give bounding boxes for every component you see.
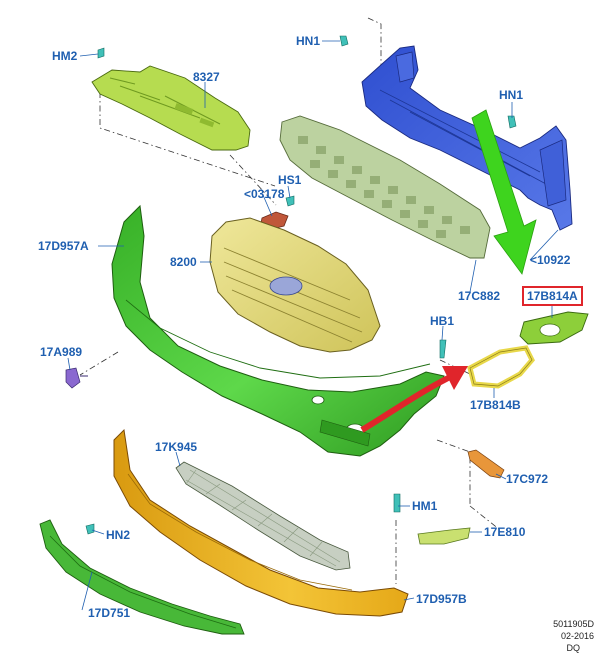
label-hs1: HS1 bbox=[278, 173, 302, 187]
diagram-date: 02-2016 bbox=[560, 631, 594, 641]
label-hb1: HB1 bbox=[430, 314, 455, 328]
label-hn1-right: HN1 bbox=[499, 88, 524, 102]
label-17d751: 17D751 bbox=[88, 606, 131, 620]
label-8200: 8200 bbox=[170, 255, 197, 269]
label-17d957b: 17D957B bbox=[416, 592, 467, 606]
label-17b814b: 17B814B bbox=[470, 398, 521, 412]
label-17c882: 17C882 bbox=[458, 289, 501, 303]
grille-8200 bbox=[209, 217, 381, 353]
lower-grille-17k945 bbox=[175, 461, 351, 571]
label-8327: 8327 bbox=[193, 70, 220, 84]
label-17d957a: 17D957A bbox=[38, 239, 89, 253]
fastener-hb1 bbox=[439, 339, 447, 359]
leader-lines bbox=[67, 40, 559, 611]
bracket-17c972 bbox=[467, 449, 505, 479]
clip-17a989 bbox=[65, 367, 88, 389]
bumper-reinforcement bbox=[361, 45, 573, 231]
fastener-hs1 bbox=[285, 195, 295, 207]
label-hn2: HN2 bbox=[106, 528, 131, 542]
fastener-hm2 bbox=[97, 47, 105, 59]
label-hm2: HM2 bbox=[52, 49, 78, 63]
label-hm1: HM1 bbox=[412, 499, 438, 513]
green-arrow bbox=[471, 109, 537, 275]
label-17k945: 17K945 bbox=[155, 440, 198, 454]
diagram-code: 5011905D bbox=[553, 619, 594, 629]
deflector-8327 bbox=[91, 65, 251, 151]
label-hn1-top: HN1 bbox=[296, 34, 321, 48]
fastener-hn1-top bbox=[339, 35, 349, 47]
lip-spoiler-17d751 bbox=[39, 519, 245, 635]
red-arrow bbox=[360, 366, 468, 433]
label-03178: <03178 bbox=[244, 187, 285, 201]
label-17e810: 17E810 bbox=[484, 525, 526, 539]
label-17b814a-highlighted: 17B814A bbox=[522, 286, 583, 306]
trim-17e810 bbox=[417, 527, 471, 545]
lower-cover-17d957b bbox=[113, 428, 409, 617]
bumper-cover-17d957a bbox=[111, 204, 445, 457]
bezel-17b814b bbox=[467, 345, 535, 389]
energy-absorber-17c882 bbox=[279, 115, 491, 259]
label-10922: <10922 bbox=[530, 253, 571, 267]
fastener-hn2 bbox=[85, 523, 95, 535]
diagram-initials: DQ bbox=[566, 643, 581, 653]
fasteners bbox=[85, 35, 517, 535]
label-17c972: 17C972 bbox=[506, 472, 549, 486]
fog-lamp-bezel-17b814a bbox=[519, 311, 589, 345]
label-17a989: 17A989 bbox=[40, 345, 83, 359]
fastener-hm1 bbox=[393, 493, 401, 513]
